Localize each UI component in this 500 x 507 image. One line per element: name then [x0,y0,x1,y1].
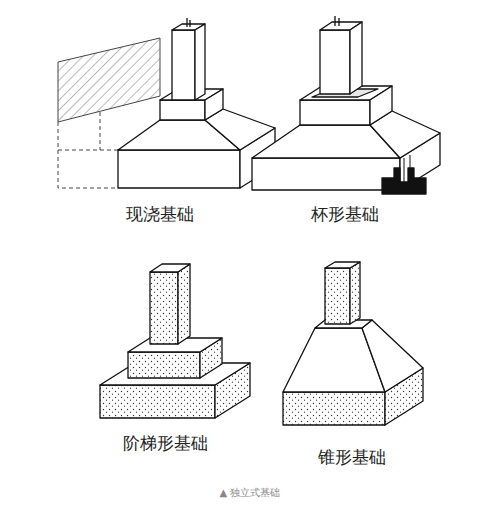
cast-in-place-foundation [58,18,275,188]
foundation-name: 锥形基础 [318,447,386,467]
foundation-name: 杯形基础 [311,204,379,224]
figure-caption: ▲ 独立式基础 [220,487,281,499]
foundation-name: 现浇基础 [126,204,194,224]
stepped-foundation [100,264,250,418]
tapered-foundation [283,262,423,425]
cup-foundation [252,16,440,194]
foundation-name: 阶梯形基础 [123,433,208,453]
